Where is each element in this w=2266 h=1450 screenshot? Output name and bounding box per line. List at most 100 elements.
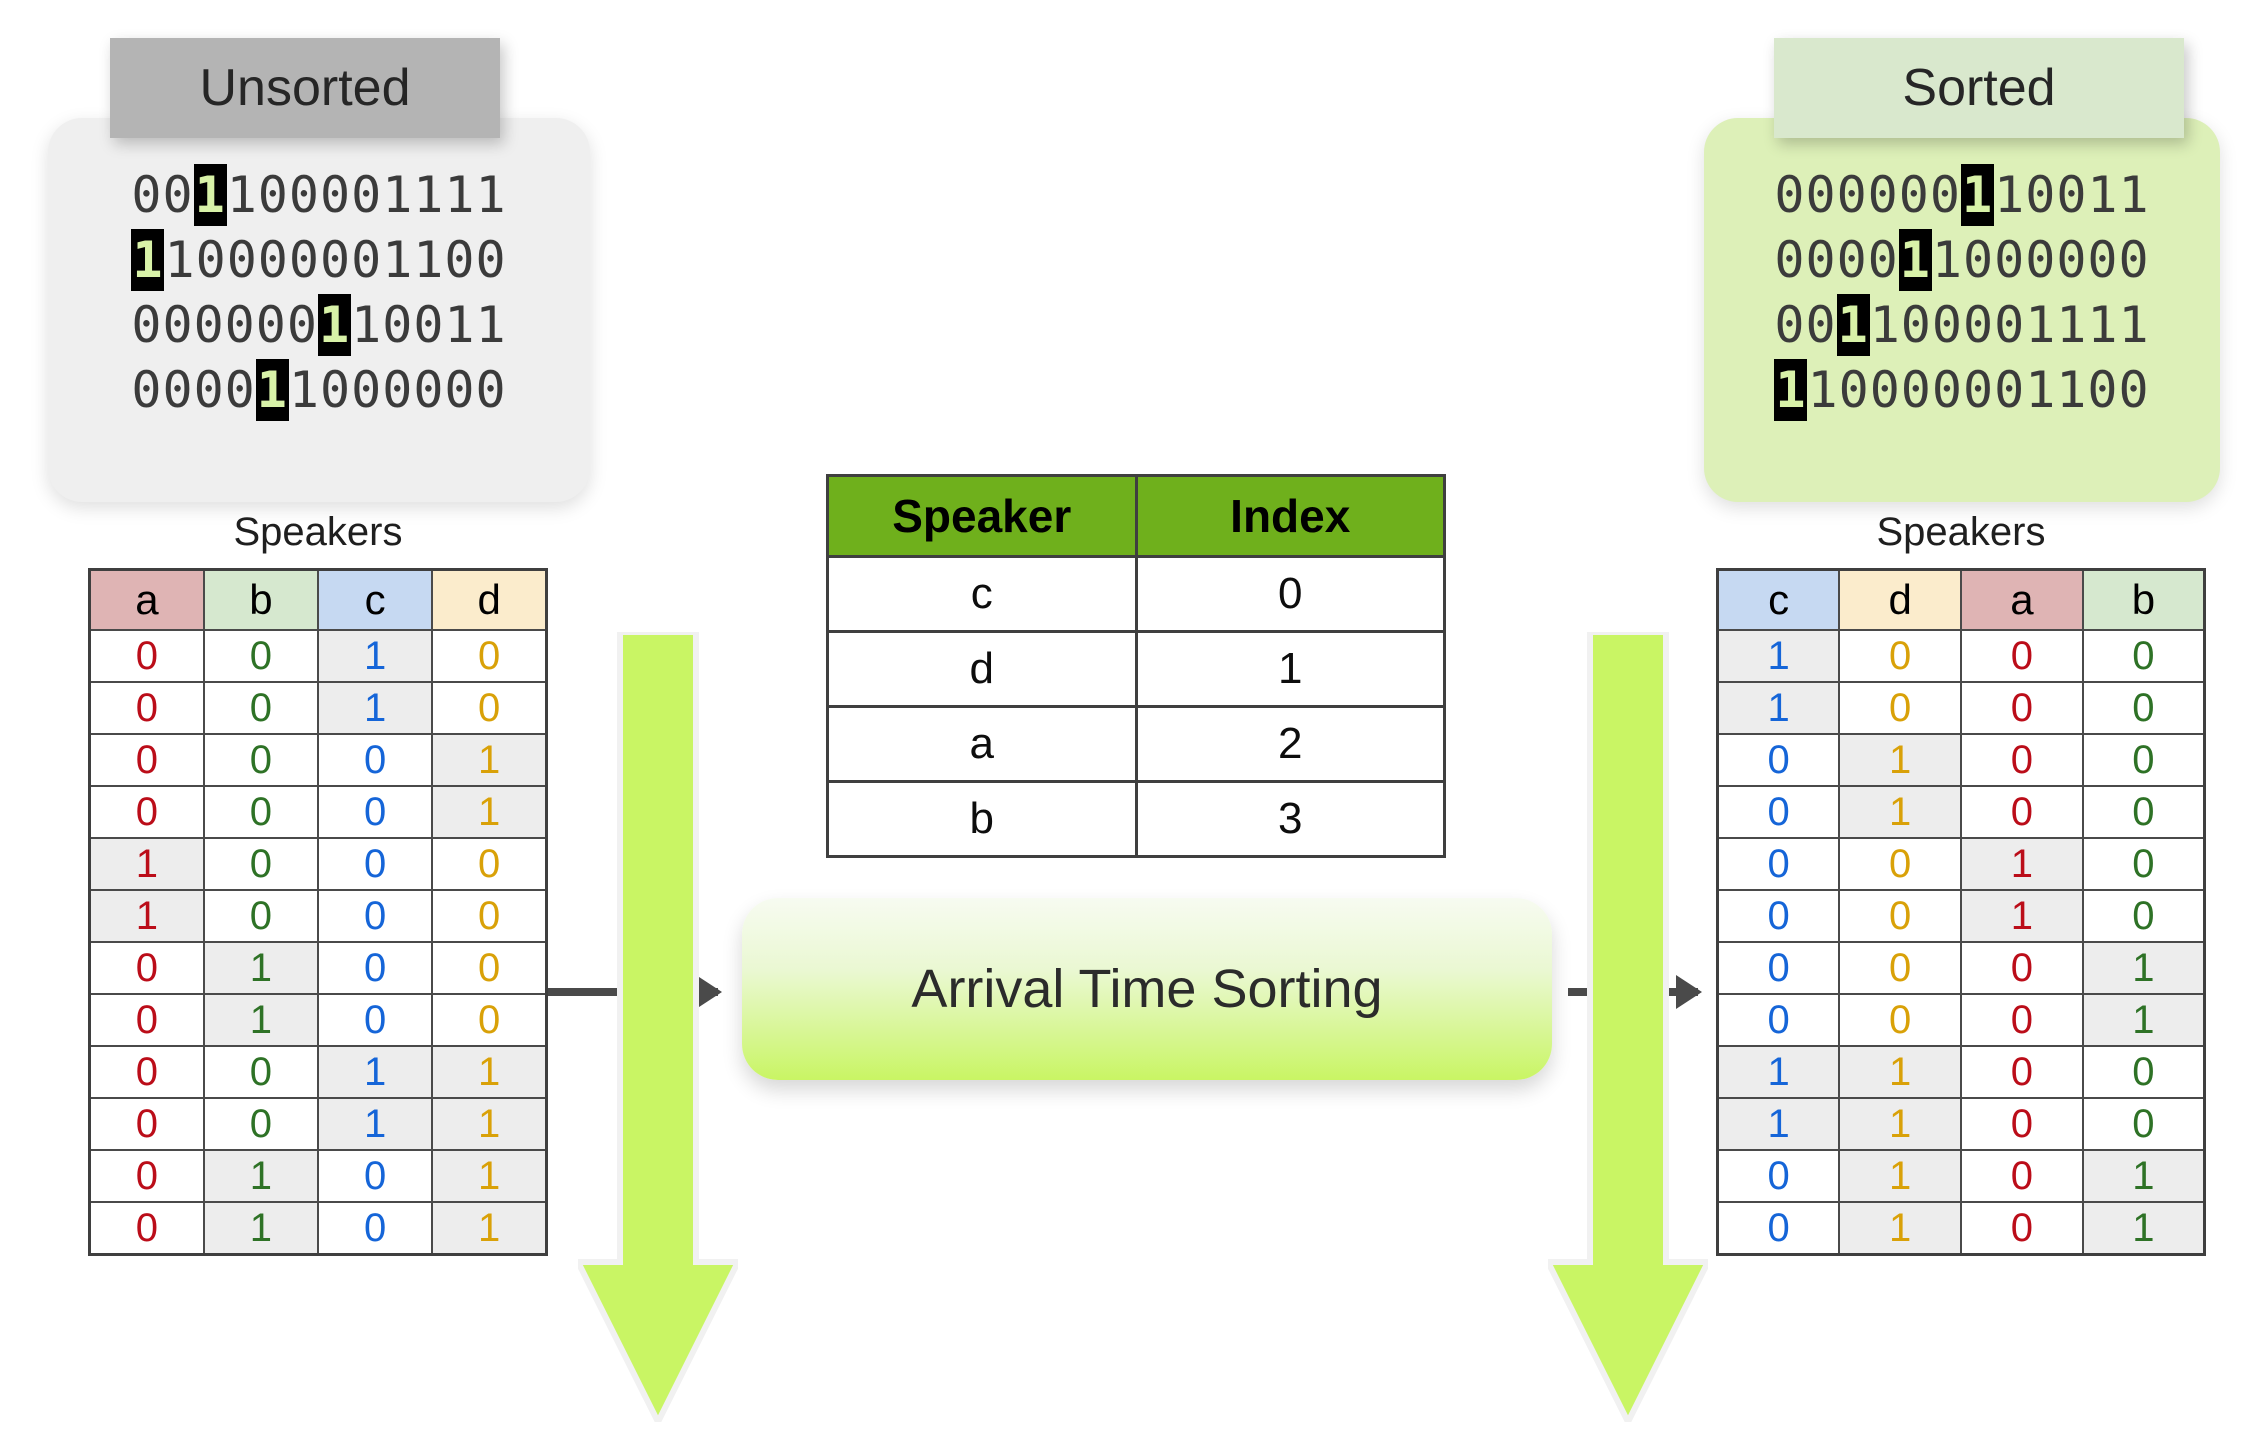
matrix-cell: 0	[2081, 629, 2206, 683]
matrix-cell: 0	[1716, 837, 1841, 891]
highlighted-bit: 1	[1961, 164, 1995, 226]
matrix-cell: 0	[431, 889, 548, 943]
binary-suffix: 100001111	[1869, 296, 2150, 354]
matrix-cell: 0	[1960, 1045, 2084, 1099]
index-table-cell: d	[826, 630, 1138, 708]
binary-suffix: 10000001100	[1807, 361, 2150, 419]
matrix-cell: 1	[2081, 993, 2206, 1047]
matrix-cell: 1	[202, 993, 320, 1047]
binary-prefix: 0000	[1774, 231, 1899, 289]
matrix-cell: 1	[316, 1097, 434, 1151]
matrix-cell: 0	[88, 1149, 205, 1203]
matrix-cell: 0	[1838, 681, 1962, 735]
matrix-cell: 1	[1960, 837, 2084, 891]
matrix-cell: 0	[88, 1097, 205, 1151]
matrix-cell: 0	[1716, 1201, 1841, 1256]
matrix-cell: 1	[2081, 1149, 2206, 1203]
matrix-cell: 1	[431, 1201, 548, 1256]
matrix-cell: 1	[1838, 733, 1962, 787]
matrix-cell: 0	[1960, 941, 2084, 995]
matrix-cell: 1	[431, 1045, 548, 1099]
matrix-cell: 0	[316, 1149, 434, 1203]
matrix-cell: 1	[1716, 629, 1841, 683]
matrix-cell: 0	[202, 1097, 320, 1151]
matrix-cell: 0	[88, 681, 205, 735]
highlighted-bit: 1	[131, 229, 165, 291]
highlighted-bit: 1	[1898, 229, 1932, 291]
matrix-cell: 0	[1960, 1149, 2084, 1203]
binary-prefix: 0000	[131, 361, 256, 419]
sorted-tab-label: Sorted	[1902, 59, 2056, 117]
highlighted-bit: 1	[318, 294, 352, 356]
matrix-cell: 1	[431, 733, 548, 787]
matrix-cell: 1	[202, 941, 320, 995]
binary-row: 000011000000	[131, 359, 507, 421]
binary-row: 000000110011	[131, 294, 507, 356]
matrix-cell: 0	[1838, 993, 1962, 1047]
matrix-cell: 0	[1960, 1097, 2084, 1151]
index-table-cell: 3	[1134, 780, 1446, 858]
matrix-cell: 1	[316, 1045, 434, 1099]
matrix-cell: 0	[202, 733, 320, 787]
highlighted-bit: 1	[1836, 294, 1870, 356]
matrix-cell: 0	[316, 733, 434, 787]
matrix-cell: 0	[88, 629, 205, 683]
matrix-header-d: d	[431, 568, 548, 631]
matrix-cell: 0	[316, 837, 434, 891]
matrix-cell: 0	[431, 629, 548, 683]
matrix-cell: 0	[202, 681, 320, 735]
binary-suffix: 1000000	[1931, 231, 2150, 289]
matrix-header-c: c	[316, 568, 434, 631]
matrix-cell: 0	[1716, 733, 1841, 787]
binary-prefix: 000000	[131, 296, 318, 354]
index-table-cell: 1	[1134, 630, 1446, 708]
matrix-cell: 0	[202, 629, 320, 683]
binary-suffix: 1000000	[288, 361, 507, 419]
binary-row: 001100001111	[1774, 294, 2150, 356]
matrix-cell: 1	[1716, 1097, 1841, 1151]
binary-row: 000000110011	[1774, 164, 2149, 226]
matrix-cell: 0	[202, 1045, 320, 1099]
matrix-cell: 0	[431, 993, 548, 1047]
matrix-cell: 1	[202, 1201, 320, 1256]
binary-suffix: 10011	[351, 296, 507, 354]
matrix-cell: 0	[88, 733, 205, 787]
matrix-header-b: b	[2081, 568, 2206, 631]
matrix-cell: 1	[88, 889, 205, 943]
matrix-cell: 0	[2081, 681, 2206, 735]
binary-row: 001100001111	[131, 164, 506, 226]
binary-row: 110000001100	[1774, 359, 2150, 421]
highlighted-bit: 1	[1774, 359, 1808, 421]
matrix-cell: 0	[2081, 733, 2206, 787]
matrix-cell: 1	[1838, 785, 1962, 839]
matrix-cell: 0	[316, 785, 434, 839]
matrix-cell: 0	[1716, 889, 1841, 943]
unsorted-tab-label: Unsorted	[199, 59, 411, 117]
index-table-cell: c	[826, 555, 1138, 633]
matrix-cell: 0	[1716, 993, 1841, 1047]
matrix-cell: 1	[431, 1097, 548, 1151]
matrix-cell: 0	[2081, 785, 2206, 839]
matrix-header-d: d	[1838, 568, 1962, 631]
